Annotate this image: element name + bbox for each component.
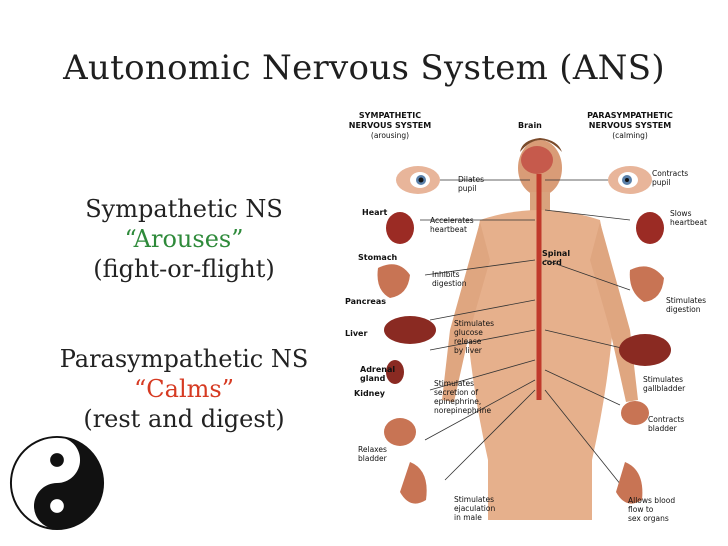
sym-glucose-label: Stimulates [454, 319, 494, 328]
kidney-label: Kidney [354, 389, 386, 398]
svg-text:pupil: pupil [652, 178, 670, 187]
parasympathetic-paren: (rest and digest) [83, 405, 285, 433]
svg-text:(calming): (calming) [612, 131, 648, 140]
svg-text:release: release [454, 337, 482, 346]
sym-digestion-label: Inhibits [432, 270, 460, 279]
sym-bladder-icon [384, 418, 416, 446]
para-bladder-icon [621, 401, 649, 425]
svg-text:gland: gland [360, 374, 386, 383]
svg-text:sex organs: sex organs [628, 514, 669, 523]
para-stomach-icon [629, 266, 664, 302]
para-bladder-label: Contracts [648, 415, 684, 424]
svg-text:PARASYMPATHETIC: PARASYMPATHETIC [587, 111, 673, 120]
pancreas-label: Pancreas [345, 297, 386, 306]
nerve-lines [420, 179, 631, 491]
sympathetic-header: SYMPATHETIC NERVOUS SYSTEM (arousing) [349, 111, 431, 140]
svg-text:norepinephrine: norepinephrine [434, 406, 492, 415]
yin-yang-icon [9, 435, 105, 531]
sym-eye-icon [396, 166, 440, 194]
sym-sex-organ-icon [400, 462, 427, 504]
slide-title: Autonomic Nervous System (ANS) [63, 48, 665, 88]
svg-text:glucose: glucose [454, 328, 483, 337]
para-liver-icon [619, 334, 671, 366]
brain-icon [521, 146, 553, 174]
stomach-label: Stomach [358, 253, 398, 262]
sympathetic-block: Sympathetic NS “Arouses” (fight-or-fligh… [50, 194, 318, 284]
svg-text:secretion of: secretion of [434, 388, 479, 397]
sympathetic-paren: (fight-or-flight) [93, 255, 275, 283]
sym-heart-icon [386, 212, 414, 244]
svg-text:heartbeat: heartbeat [670, 218, 707, 227]
svg-text:NERVOUS SYSTEM: NERVOUS SYSTEM [589, 121, 671, 130]
sym-ejaculation-label: Stimulates [454, 495, 494, 504]
svg-text:ejaculation: ejaculation [454, 504, 495, 513]
para-eye-icon [608, 166, 652, 194]
sym-bladder-label: Relaxes [358, 445, 387, 454]
sympathetic-word: “Arouses” [124, 225, 244, 253]
sym-heart-label: Accelerates [430, 216, 474, 225]
svg-text:bladder: bladder [648, 424, 678, 433]
svg-text:by liver: by liver [454, 346, 483, 355]
parasympathetic-name: Parasympathetic NS [59, 345, 309, 373]
svg-text:epinephrine,: epinephrine, [434, 397, 481, 406]
svg-text:digestion: digestion [432, 279, 467, 288]
svg-text:flow to: flow to [628, 505, 654, 514]
sympathetic-name: Sympathetic NS [85, 195, 283, 223]
para-sex-organ-icon [616, 462, 643, 504]
svg-text:digestion: digestion [666, 305, 701, 314]
para-blood-label: Allows blood [628, 496, 675, 505]
parasympathetic-word: “Calms” [134, 375, 234, 403]
human-figure [442, 138, 638, 520]
brain-label: Brain [518, 121, 542, 130]
adrenal-label: Adrenal [360, 365, 395, 374]
sym-stomach-icon [377, 264, 410, 298]
sym-epinephrine-label: Stimulates [434, 379, 474, 388]
para-gallbladder-label: Stimulates [643, 375, 683, 384]
ans-diagram: SYMPATHETIC NERVOUS SYSTEM (arousing) PA… [345, 111, 707, 523]
heart-label: Heart [362, 208, 387, 217]
para-pupil-label: Contracts [652, 169, 688, 178]
para-digestion-label: Stimulates [666, 296, 706, 305]
svg-text:pupil: pupil [458, 184, 476, 193]
sym-kidney-icon [386, 360, 404, 384]
sym-liver-icon [384, 316, 436, 344]
svg-text:NERVOUS SYSTEM: NERVOUS SYSTEM [349, 121, 431, 130]
svg-text:(arousing): (arousing) [371, 131, 409, 140]
svg-text:in male: in male [454, 513, 482, 522]
parasympathetic-block: Parasympathetic NS “Calms” (rest and dig… [45, 344, 323, 434]
parasympathetic-header: PARASYMPATHETIC NERVOUS SYSTEM (calming) [587, 111, 673, 140]
sym-pupil-label: Dilates [458, 175, 484, 184]
spinal-label: Spinal [542, 249, 570, 258]
svg-text:SYMPATHETIC: SYMPATHETIC [359, 111, 421, 120]
svg-text:heartbeat: heartbeat [430, 225, 467, 234]
svg-text:gallbladder: gallbladder [643, 384, 686, 393]
liver-label: Liver [345, 329, 367, 338]
para-heart-icon [636, 212, 664, 244]
svg-text:bladder: bladder [358, 454, 388, 463]
para-heart-label: Slows [670, 209, 692, 218]
